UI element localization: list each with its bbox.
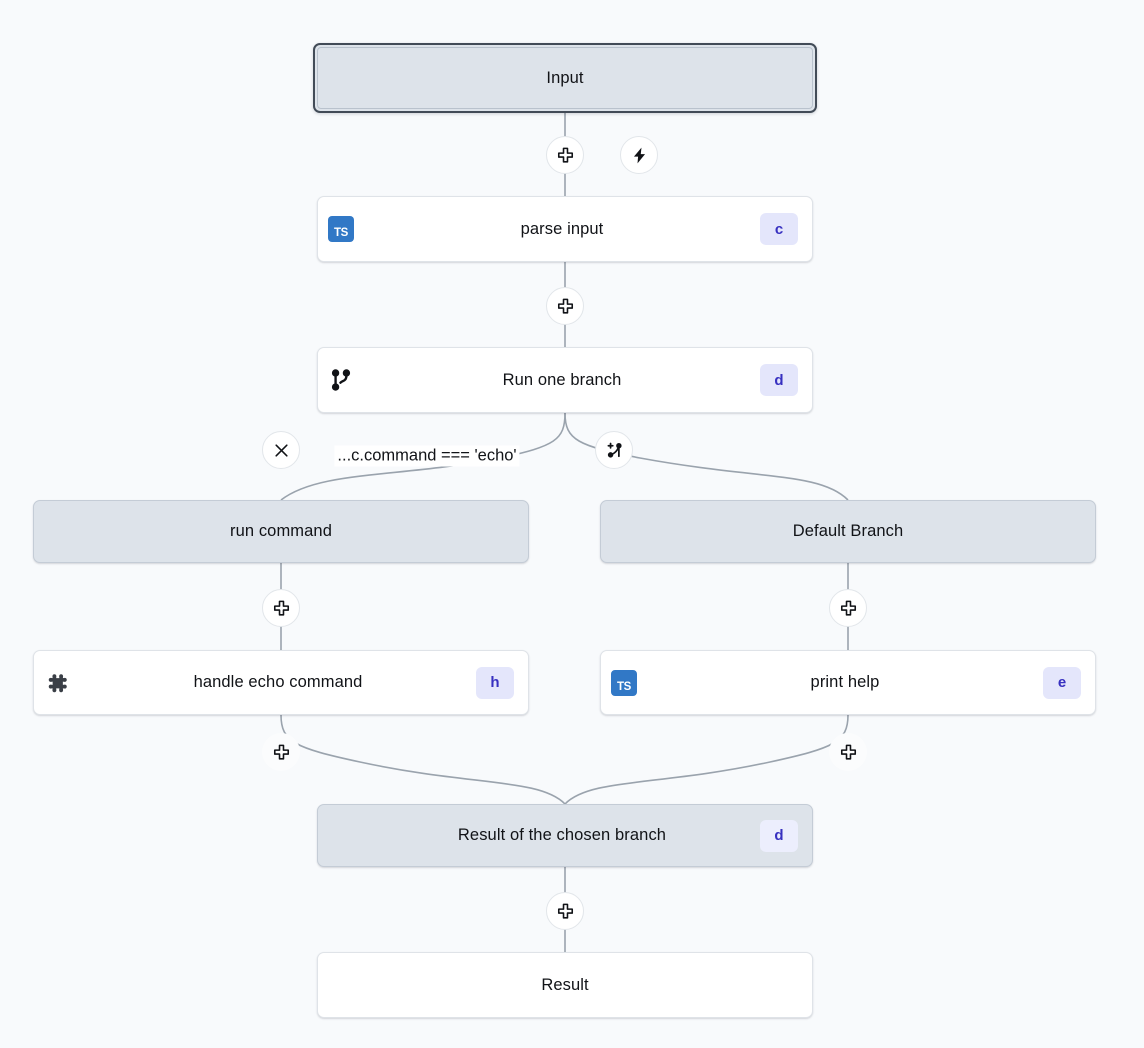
- node-merge-result-badge: d: [760, 819, 798, 852]
- add-step-button-after-print-help[interactable]: [829, 733, 867, 771]
- node-print-help[interactable]: TS print help e: [600, 650, 1096, 715]
- node-run-command[interactable]: run command: [33, 500, 529, 563]
- node-run-one-branch[interactable]: Run one branch d: [317, 347, 813, 413]
- node-result[interactable]: Result: [317, 952, 813, 1018]
- branch-condition-label[interactable]: ...c.command === 'echo': [334, 445, 520, 467]
- node-merge-result[interactable]: Result of the chosen branch d: [317, 804, 813, 867]
- add-step-button-after-handle-echo[interactable]: [262, 733, 300, 771]
- remove-branch-button[interactable]: [262, 431, 300, 469]
- node-print-help-label: print help: [810, 673, 880, 691]
- typescript-icon: TS: [318, 216, 364, 242]
- add-step-button-after-input[interactable]: [546, 136, 584, 174]
- node-parse-input-badge: c: [760, 213, 798, 245]
- node-print-help-badge: e: [1043, 666, 1081, 699]
- add-step-button-after-parse-input[interactable]: [546, 287, 584, 325]
- node-merge-result-label: Result of the chosen branch: [457, 826, 667, 844]
- node-run-one-branch-label: Run one branch: [502, 370, 622, 389]
- git-branch-icon: [318, 367, 364, 393]
- node-handle-echo-command-label: handle echo command: [193, 673, 363, 691]
- node-input-frame: Input: [317, 47, 813, 109]
- node-input[interactable]: Input: [313, 43, 817, 113]
- node-input-label: Input: [546, 68, 584, 87]
- node-default-branch[interactable]: Default Branch: [600, 500, 1096, 563]
- edge-handle-to-merge: [280, 714, 566, 805]
- node-parse-input[interactable]: TS parse input c: [317, 196, 813, 262]
- add-step-button-after-run-command[interactable]: [262, 589, 300, 627]
- node-result-label: Result: [541, 975, 589, 994]
- puzzle-piece-icon: [34, 668, 80, 698]
- node-run-one-branch-badge: d: [760, 364, 798, 396]
- node-parse-input-label: parse input: [520, 219, 604, 238]
- node-handle-echo-command-badge: h: [476, 666, 514, 699]
- typescript-icon: TS: [601, 669, 647, 696]
- node-handle-echo-command[interactable]: handle echo command h: [33, 650, 529, 715]
- node-default-branch-label: Default Branch: [792, 522, 904, 540]
- node-run-command-label: run command: [230, 522, 332, 540]
- add-step-button-before-result[interactable]: [546, 892, 584, 930]
- lightning-bolt-button[interactable]: [620, 136, 658, 174]
- add-step-button-after-default-branch[interactable]: [829, 589, 867, 627]
- add-branch-button[interactable]: [595, 431, 633, 469]
- edge-printhelp-to-merge: [564, 714, 849, 805]
